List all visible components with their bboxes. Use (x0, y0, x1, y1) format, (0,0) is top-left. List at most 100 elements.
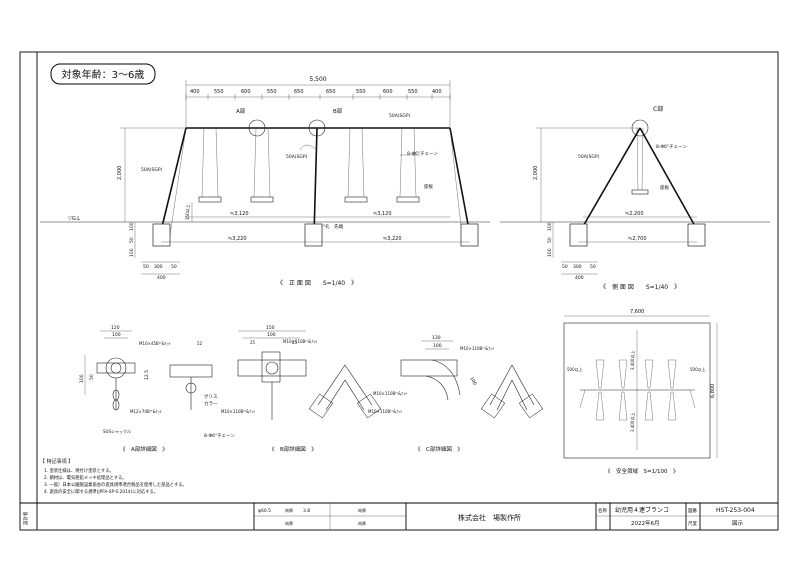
a-part-circle (248, 119, 266, 137)
detail-c-bolt3: M10×110Bᵇᵗ&ﾅｯﾄ (368, 409, 402, 414)
drawing-no-value: HST-253-004 (716, 507, 755, 514)
side-height: 2,000 (533, 166, 539, 180)
seat-height-dim: 350以上 (184, 204, 190, 220)
side-dim-left-2: 100 (547, 248, 553, 257)
front-dim-bottom-0: 50 (143, 264, 149, 270)
side-dim-bottom-0: 50 (562, 264, 568, 270)
front-dim-400: 400 (157, 275, 166, 281)
a-part-label: A部 (236, 107, 246, 115)
side-dim-400: 400 (575, 275, 584, 281)
front-view-caption: 《 正 面 図 S=1/40 》 (277, 280, 357, 287)
front-seg-0: 400 (190, 89, 200, 95)
detail-c-bolt: M10×110Bᵇᵗ&ﾅｯﾄ (460, 346, 494, 351)
detail-a-bolt2: M12×70Bᵇᵗ&ﾅｯﾄ (130, 409, 162, 414)
detail-b-bolt: M10×110Bᵇᵗ&ﾅｯﾄ (283, 339, 317, 344)
detail-a-part-0: グリス (204, 393, 218, 400)
target-age-text: 対象年齢：3～6歳 (62, 68, 145, 81)
note-item: 1. 塗装仕様は、焼付け塗装とする。 (44, 467, 114, 474)
side-chain-label: 8-Φ6°チェーン (656, 144, 687, 150)
company-name: 株式会社 場製作所 (458, 513, 521, 522)
safety-side-left: 500以上 (567, 366, 583, 372)
front-base-right: ≒3,220 (383, 236, 402, 242)
front-gl-label: ▽G.L (68, 216, 80, 222)
notes: 【 特記事項 】 1. 塗装仕様は、焼付け塗装とする。 2. 鋼材は、電気亜鉛メ… (40, 458, 187, 495)
front-height: 2,000 (117, 166, 123, 180)
front-inner-left: ≒3,120 (230, 211, 249, 217)
name-label: 名称 (598, 507, 607, 514)
thickness-label: 肉厚 (285, 507, 293, 513)
scale-label: 尺度 (688, 520, 697, 527)
detail-c: 130 100 M10×110Bᵇᵗ&ﾅｯﾄ M10×110Bᵇᵗ&ﾅｯﾄ M1… (368, 335, 544, 453)
detail-b-caption: 《 B部詳細図 》 (269, 445, 317, 453)
side-dim-left-0: 100 (547, 222, 553, 231)
swing-set (201, 127, 417, 198)
foundation-center (304, 223, 323, 247)
front-inner-right: ≒3,120 (373, 211, 392, 217)
thickness-value: 3.8 (303, 508, 310, 514)
safety-side-right: 500以上 (690, 366, 706, 372)
front-seg-7: 600 (383, 89, 393, 95)
front-seg-1: 550 (214, 89, 224, 95)
thickness-label: 肉厚 (358, 520, 366, 526)
safety-bottom: 3,400以上 (629, 413, 635, 432)
name-value: 幼児用４連ブランコ (615, 506, 669, 514)
c-part-label: C部 (653, 105, 663, 113)
safety-top: 3,400以上 (629, 351, 635, 370)
foundation-right (460, 223, 479, 247)
detail-b: 150 100 25 25 M10×110Bᵇᵗ&ﾅｯﾄ M10×110Bᵇᵗ&… (221, 325, 382, 453)
detail-a-top-dim: 52 (197, 341, 203, 346)
side-seat-label: 座板 (660, 184, 669, 191)
drawing-no-label: 図番 (688, 507, 697, 514)
target-age-badge (50, 63, 156, 85)
detail-a-part-1: カラー (204, 401, 218, 407)
front-dim-bottom-2: 50 (171, 264, 177, 270)
detail-c-angle-dim: 100 (468, 376, 478, 387)
b-part-label: B部 (333, 107, 343, 115)
detail-c-caption: 《 C部詳細図 》 (415, 445, 463, 453)
detail-a-vdim-2: 12.5 (144, 370, 150, 380)
detail-a-shackle: SUSシャックル (103, 428, 131, 434)
notes-title: 【 特記事項 】 (40, 458, 73, 465)
side-view-caption: 《 側 面 図 S=1/40 》 (600, 283, 680, 291)
date-value: 2022年6月 (631, 519, 660, 527)
side-dim-bottom-1: 300 (573, 264, 582, 270)
detail-a-dim-1: 100 (112, 332, 121, 338)
note-item: 3. 一般）日本公園施設業協会の遊具規準適合製品を使用した部品とする。 (44, 481, 187, 488)
detail-a-vdim-1: 50 (89, 374, 95, 380)
drawing-frame (19, 51, 779, 531)
front-seg-2: 600 (241, 89, 251, 95)
note-item: 4. 遊具の安全に関する規準(JPFA-SP-S:2014)に対応する。 (44, 488, 158, 495)
side-dim-bottom-2: 50 (590, 264, 596, 270)
side-dim-left-1: 50 (547, 237, 553, 243)
side-view: C部 50A(SGP) 8-Φ6°チェーン 座板 2,000 ≒2,200 ≒2… (500, 105, 770, 291)
safety-width: 7,600 (630, 309, 644, 315)
front-seg-4: 650 (294, 89, 304, 95)
detail-b-dim-1: 100 (267, 332, 276, 338)
front-seg-6: 550 (356, 89, 366, 95)
front-view: 5,500 400 550 600 550 650 650 550 600 55… (40, 76, 490, 287)
note-item: 2. 鋼材は、電気亜鉛メッキ処理品とする。 (44, 474, 127, 481)
center-note: 底Φ6°孔 先端 (312, 223, 344, 230)
detail-b-dim-0: 150 (266, 325, 275, 331)
foundation-left (152, 223, 171, 247)
scale-value: 図示 (732, 520, 744, 527)
safety-boundary (563, 322, 711, 459)
pipe-left-label: 50A(SGP) (141, 167, 163, 173)
side-inner: ≒2,200 (625, 211, 644, 217)
detail-a-vdim-0: 100 (79, 374, 85, 383)
detail-c-dim-1: 100 (433, 343, 442, 349)
chain-label: 8-Φ6°チェーン (407, 151, 438, 157)
detail-a-part-2: 8-Φ6°チェーン (204, 433, 235, 439)
detail-b-bolt2: M10×110Bᵇᵗ&ﾅｯﾄ (221, 409, 255, 414)
seat-label: 座板 (424, 183, 433, 190)
front-dim-bottom-1: 300 (154, 264, 163, 270)
detail-b-small-1: 25 (292, 340, 298, 345)
pipe-right-label: 50A(SGP) (389, 113, 411, 119)
detail-a-dim-0: 120 (111, 325, 120, 331)
front-seg-8: 550 (408, 89, 418, 95)
front-dim-left-0: 100 (129, 222, 135, 231)
safety-caption: 《 安全領域 S=1/100 》 (605, 467, 678, 475)
detail-a: 120 100 M10×45Bᵇᵗ&ﾅｯﾄ 100 50 12.5 52 グリス… (79, 325, 235, 453)
side-base: ≒2,700 (628, 236, 647, 242)
detail-a-bolt: M10×45Bᵇᵗ&ﾅｯﾄ (139, 341, 171, 346)
